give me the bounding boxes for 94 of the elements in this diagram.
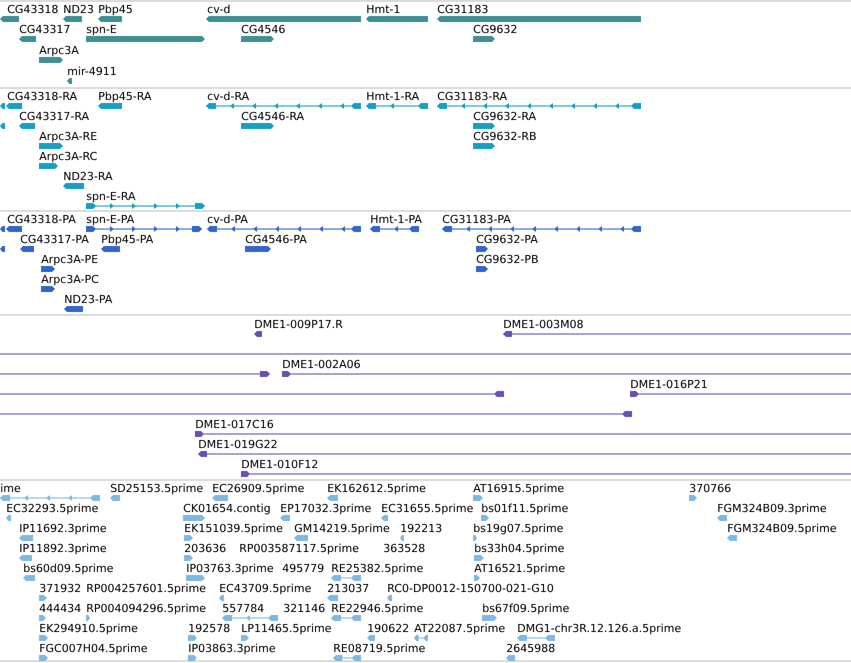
- feature-label: LP11465.5prime: [242, 624, 331, 634]
- feature-label: IP03763.3prime: [187, 564, 274, 574]
- feature-label: EC26909.5prime: [213, 484, 304, 494]
- feature-label: Hmt-1-PA: [371, 214, 422, 223]
- feature-label: EP17032.3prime: [281, 504, 371, 514]
- feature-label: Pbp45-RA: [99, 92, 152, 102]
- feature-label: RE08719.5prime: [334, 644, 425, 654]
- feature-label: 192578: [189, 624, 230, 632]
- feature-label: RP004257601.5prime: [87, 584, 206, 594]
- feature-label: RE22946.5prime: [332, 604, 423, 614]
- feature-label: 192213: [401, 524, 442, 532]
- feature-label: CG9632-RB: [474, 132, 536, 140]
- feature-label: spn-E-PA: [86, 214, 134, 226]
- feature-label: Hmt-1-RA: [367, 92, 420, 100]
- feature-label: EK162612.5prime: [328, 484, 426, 494]
- feature-label: cv-d: [208, 4, 230, 14]
- feature-label: CG31183: [438, 4, 488, 14]
- feature-label: GM14219.5prime: [294, 524, 390, 534]
- feature-label: 213037: [328, 584, 368, 592]
- feature-label: 203636: [185, 544, 226, 552]
- feature-label: CG9632: [474, 24, 516, 34]
- feature-label: FGM324B09.5prime: [728, 524, 836, 534]
- feature-label: AT16521.5prime: [474, 564, 565, 574]
- feature-label: CG43317-RA: [20, 112, 89, 120]
- feature-label: DME1-003M08: [504, 320, 583, 328]
- feature-label: RP004094296.5prime: [87, 604, 206, 614]
- feature-label: CG43318-RA: [8, 92, 77, 100]
- feature-label: bs33h04.5prime: [475, 544, 564, 554]
- feature-label: CG31183-PA: [442, 214, 511, 224]
- feature-label: CK01654.contig: [184, 504, 270, 514]
- feature-label: mir-4911: [68, 66, 116, 76]
- feature-label: Arpc3A-PE: [41, 254, 98, 266]
- feature-label: Arpc3A-PC: [41, 274, 98, 286]
- feature-label: CG4546: [242, 24, 285, 34]
- feature-label: EK151039.5prime: [185, 524, 282, 534]
- feature-label: AT22087.5prime: [414, 624, 505, 634]
- feature-label: EK294910.5prime: [40, 624, 138, 634]
- feature-label: FGC007H04.5prime: [40, 644, 147, 654]
- feature-label: ND23: [64, 4, 94, 14]
- feature-label: Arpc3A: [39, 46, 79, 56]
- feature-label: spn-E-RA: [86, 192, 136, 202]
- feature-label: DMG1-chr3R.12.126.a.5prime: [518, 624, 681, 634]
- feature-label: 371932: [40, 584, 80, 592]
- feature-label: CG9632-RA: [474, 112, 536, 120]
- feature-label: 557784: [223, 604, 264, 612]
- feature-label: 2645988: [507, 644, 554, 652]
- feature-label: bs01f11.5prime: [482, 504, 568, 514]
- feature-label: EC32293.5prime: [7, 504, 98, 514]
- feature-label: CG9632-PA: [476, 234, 538, 244]
- feature-label: EC43709.5prime: [220, 584, 311, 594]
- feature-label: Hmt-1: [367, 4, 400, 13]
- feature-label: CG43317-PA: [20, 234, 89, 244]
- feature-label: RE25382.5prime: [332, 564, 423, 574]
- feature-label: bs19g07.5prime: [474, 524, 563, 534]
- feature-label: IP03863.3prime: [189, 644, 276, 654]
- feature-label: CG43318: [8, 4, 58, 14]
- feature-label: Arpc3A-RC: [39, 152, 97, 162]
- feature-label: DME1-002A06: [283, 360, 360, 368]
- feature-label: 321146: [284, 604, 324, 612]
- feature-label: CG9632-PB: [476, 254, 538, 264]
- feature-label: bs60d09.5prime: [24, 564, 113, 574]
- feature-label: 495779: [282, 564, 324, 572]
- feature-label: CG43317: [20, 24, 70, 34]
- feature-label: ND23-PA: [65, 294, 112, 304]
- feature-label: spn-E: [86, 24, 116, 36]
- feature-label: bs67f09.5prime: [483, 604, 569, 614]
- feature-label: 370766: [690, 484, 730, 492]
- feature-label: RP003587117.5prime: [240, 544, 358, 554]
- feature-label: ND23-RA: [64, 172, 112, 180]
- feature-label: IP11892.3prime: [20, 544, 106, 554]
- feature-label: DME1-017C16: [196, 420, 274, 428]
- feature-label: Pbp45: [99, 4, 132, 16]
- feature-label: Arpc3A-RE: [39, 132, 96, 142]
- feature-label: FGM324B09.3prime: [718, 504, 826, 514]
- feature-label: CG4546-PA: [246, 234, 307, 244]
- feature-label: AT16915.5prime: [473, 484, 564, 494]
- feature-label: SD25153.5prime: [110, 484, 203, 494]
- feature-label: 363528: [384, 544, 424, 552]
- feature-label: cv-d-RA: [208, 92, 250, 100]
- feature-label: DME1-009P17.R: [255, 320, 343, 328]
- feature-label: DME1-016P21: [631, 380, 707, 388]
- feature-label: CG31183-RA: [438, 92, 507, 100]
- feature-label: cv-d-PA: [208, 214, 248, 224]
- feature-label: 190622: [368, 624, 408, 632]
- feature-label: IP11692.3prime: [20, 524, 106, 534]
- feature-label: DME1-010F12: [242, 460, 318, 468]
- feature-label: Pbp45-PA: [102, 234, 154, 246]
- feature-label: ime: [1, 484, 20, 492]
- feature-label: DME1-019G22: [199, 440, 276, 448]
- feature-label: EC31655.5prime: [382, 504, 473, 514]
- feature-label: CG43318-PA: [8, 214, 76, 224]
- feature-label: CG4546-RA: [242, 112, 304, 120]
- feature-label: RC0-DP0012-150700-021-G10: [388, 584, 554, 592]
- feature-label: 444434: [40, 604, 81, 612]
